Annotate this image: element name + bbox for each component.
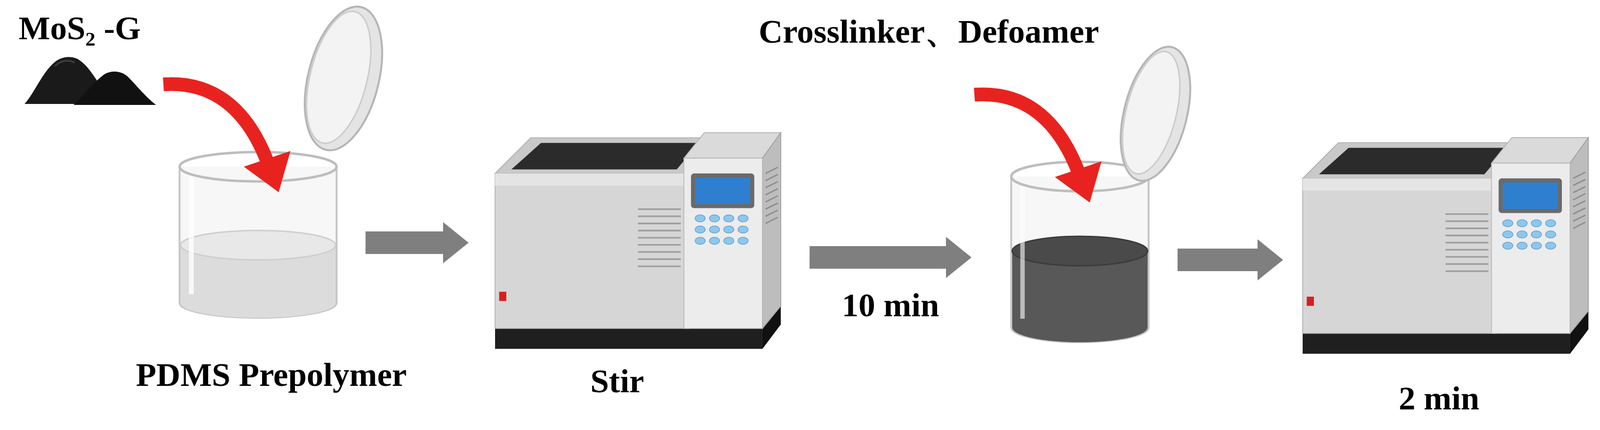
stirrer-machine — [495, 132, 781, 350]
beaker — [1011, 161, 1149, 343]
machine-node: Stir — [468, 110, 810, 354]
process-arrow — [365, 222, 469, 264]
stirrer-machine — [1302, 137, 1589, 355]
edge-label: 10 min — [841, 286, 940, 325]
machine-node: 2 min — [1283, 112, 1598, 354]
node-label: PDMS Prepolymer — [135, 355, 407, 394]
beaker-node: PDMS Prepolymer — [161, 68, 366, 324]
beaker-lid — [291, 0, 396, 159]
process-arrow — [1177, 239, 1284, 281]
beaker-node: Crosslinker、Defoamer — [971, 73, 1178, 344]
material-label: MoS₂ -G — [18, 8, 141, 48]
powder-pile — [24, 56, 157, 105]
node-label: Stir — [590, 362, 645, 401]
red-arrow — [163, 83, 291, 193]
node-label: 2 min — [1398, 379, 1480, 418]
node-label: Crosslinker、Defoamer — [758, 12, 1100, 51]
beaker-lid — [1108, 39, 1203, 189]
process-arrow — [809, 236, 972, 279]
red-arrow — [974, 94, 1102, 203]
